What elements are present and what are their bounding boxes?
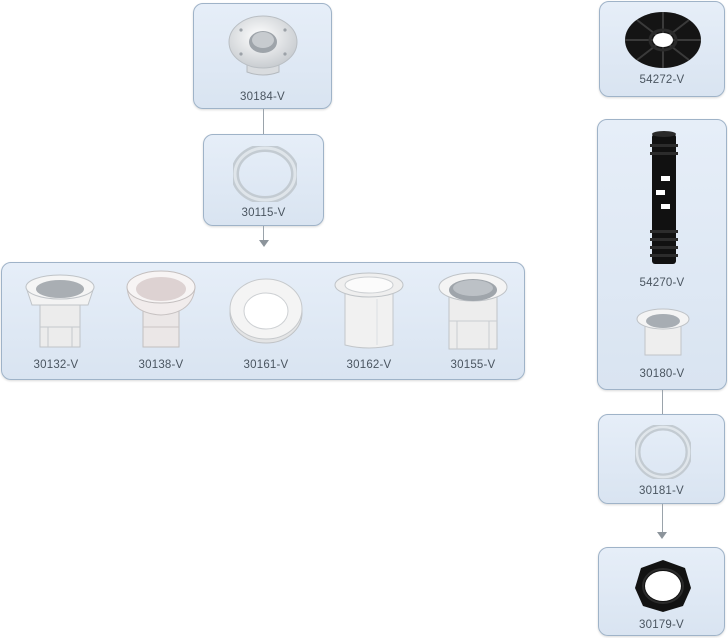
part-number-label: 30138-V bbox=[138, 359, 184, 371]
part-box-54272: 54272-V bbox=[599, 1, 725, 97]
down-arrow-icon bbox=[657, 532, 667, 539]
ring-30161-image bbox=[229, 278, 303, 344]
part-item-30161: 30161-V bbox=[216, 267, 316, 377]
locknut-30179-image bbox=[635, 560, 691, 612]
part-item-30132: 30132-V bbox=[6, 267, 106, 377]
part-number-label: 54270-V bbox=[639, 277, 685, 289]
fitting-30155-image bbox=[438, 272, 508, 350]
tube-54270-image bbox=[650, 131, 678, 264]
part-number-label: 30161-V bbox=[243, 359, 289, 371]
connector-line bbox=[263, 226, 264, 240]
part-number-label: 30180-V bbox=[639, 368, 685, 380]
part-number-label: 30162-V bbox=[346, 359, 392, 371]
fitting-30162-image bbox=[334, 272, 404, 349]
part-number-label: 30184-V bbox=[240, 91, 285, 103]
part-number-label: 30181-V bbox=[639, 485, 684, 497]
part-box-54270-30180: 54270-V 30180-V bbox=[597, 119, 727, 390]
connector-line bbox=[662, 504, 663, 532]
part-item-30155: 30155-V bbox=[423, 267, 523, 377]
part-item-30138: 30138-V bbox=[111, 267, 211, 377]
fitting-30180-image bbox=[636, 308, 690, 356]
part-number-label: 30132-V bbox=[33, 359, 79, 371]
gasket-30181-image bbox=[635, 425, 691, 479]
connector-line bbox=[263, 109, 264, 134]
part-box-30179: 30179-V bbox=[598, 547, 725, 636]
part-number-label: 30179-V bbox=[639, 619, 684, 631]
part-box-30181: 30181-V bbox=[598, 414, 725, 504]
fitting-30132-image bbox=[25, 274, 95, 348]
impeller-54272-image bbox=[625, 12, 701, 68]
part-item-30162: 30162-V bbox=[319, 267, 419, 377]
part-number-label: 54272-V bbox=[639, 74, 685, 86]
fitting-30184-image bbox=[228, 15, 298, 76]
fitting-30138-image bbox=[126, 270, 196, 348]
part-group-row: 30132-V 30138-V 30161-V 30162-V bbox=[1, 262, 525, 380]
part-box-30115: 30115-V bbox=[203, 134, 324, 226]
part-number-label: 30155-V bbox=[450, 359, 496, 371]
down-arrow-icon bbox=[259, 240, 269, 247]
part-number-label: 30115-V bbox=[241, 207, 286, 219]
connector-line bbox=[662, 390, 663, 414]
gasket-30115-image bbox=[233, 146, 297, 202]
part-box-30184: 30184-V bbox=[193, 3, 332, 109]
